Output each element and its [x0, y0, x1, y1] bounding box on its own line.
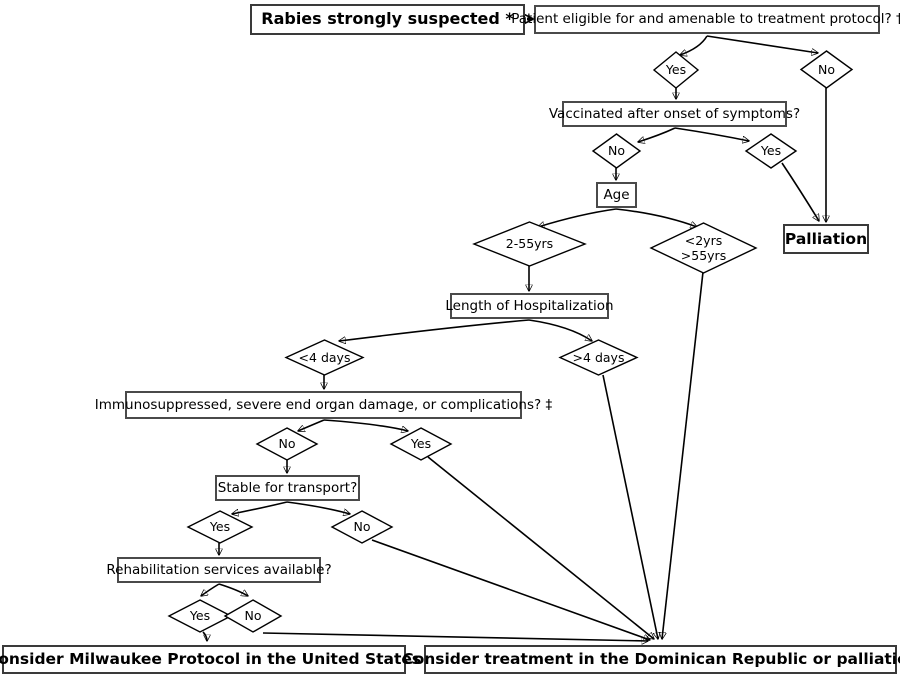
node-age-mid[interactable]: 2-55yrs [472, 221, 587, 267]
node-age[interactable]: Age [596, 182, 637, 208]
edge-rehab-to-no [218, 583, 248, 596]
edge-hospitalization-to-gt4 [528, 319, 592, 341]
node-rehab-no[interactable]: No [223, 599, 283, 633]
node-stable[interactable]: Stable for transport? [215, 475, 360, 501]
node-rehab[interactable]: Rehabilitation services available? [106, 557, 332, 583]
node-vaccinated-no-label: No [608, 143, 625, 158]
edge-rehabyes-to-milwaukee [202, 631, 207, 641]
edge-immunoyes-to-dominican [427, 456, 654, 639]
node-vaccinated[interactable]: Vaccinated after onset of symptoms? [549, 101, 800, 127]
edge-rehabno-to-dominican [262, 632, 648, 641]
node-stable-yes[interactable]: Yes [186, 510, 254, 544]
node-immuno-no[interactable]: No [255, 427, 319, 461]
node-los-gt4[interactable]: >4 days [558, 339, 639, 376]
node-los-lt4-label: <4 days [298, 349, 351, 365]
node-age-extreme-line2: >55yrs [680, 247, 727, 263]
edge-stableno-to-dominican [371, 539, 650, 640]
node-palliation[interactable]: Palliation [783, 224, 869, 254]
edge-rehab-to-yes [201, 583, 220, 596]
node-outcome-dominican[interactable]: Consider treatment in the Dominican Repu… [402, 645, 900, 674]
node-age-mid-label: 2-55yrs [505, 236, 554, 251]
node-immuno[interactable]: Immunosuppressed, severe end organ damag… [95, 391, 552, 419]
node-stable-no-label: No [353, 519, 371, 534]
node-start[interactable]: Rabies strongly suspected * [250, 4, 525, 35]
node-stable-no[interactable]: No [330, 510, 394, 544]
node-vaccinated-yes[interactable]: Yes [744, 133, 798, 169]
node-age-extreme-label: <2yrs >55yrs [650, 222, 757, 274]
node-rehab-no-label: No [244, 608, 262, 623]
node-age-extreme[interactable]: <2yrs >55yrs [649, 222, 758, 274]
node-stable-yes-label: Yes [209, 519, 231, 534]
node-eligible-no-label: No [818, 61, 835, 77]
node-eligible-no[interactable]: No [799, 50, 854, 89]
node-eligible-yes-label: Yes [665, 62, 687, 77]
node-outcome-milwaukee[interactable]: Consider Milwaukee Protocol in the Unite… [0, 645, 421, 674]
node-eligible[interactable]: Patient eligible for and amenable to tre… [511, 5, 900, 34]
node-eligible-yes[interactable]: Yes [652, 51, 700, 89]
node-rehab-yes-label: Yes [189, 608, 211, 623]
node-los-lt4[interactable]: <4 days [284, 339, 365, 376]
node-vaccinated-no[interactable]: No [591, 133, 642, 169]
node-vaccinated-yes-label: Yes [760, 143, 782, 158]
node-hospitalization[interactable]: Length of Hospitalization [445, 293, 614, 319]
node-immuno-yes[interactable]: Yes [389, 427, 453, 461]
edge-hospitalization-to-lt4 [339, 319, 530, 341]
node-immuno-yes-label: Yes [410, 436, 432, 451]
node-los-gt4-label: >4 days [572, 349, 625, 365]
node-immuno-no-label: No [278, 436, 296, 451]
node-rehab-yes[interactable]: Yes [167, 599, 233, 633]
edge-vaccinatedyes-to-palliation [781, 162, 819, 221]
edge-vaccinated-to-no [638, 127, 676, 142]
node-age-extreme-line1: <2yrs [684, 232, 723, 248]
edge-extreme-to-dominican [662, 271, 704, 639]
edge-gt4-to-dominican [602, 374, 658, 639]
edge-vaccinated-to-yes [674, 127, 749, 141]
